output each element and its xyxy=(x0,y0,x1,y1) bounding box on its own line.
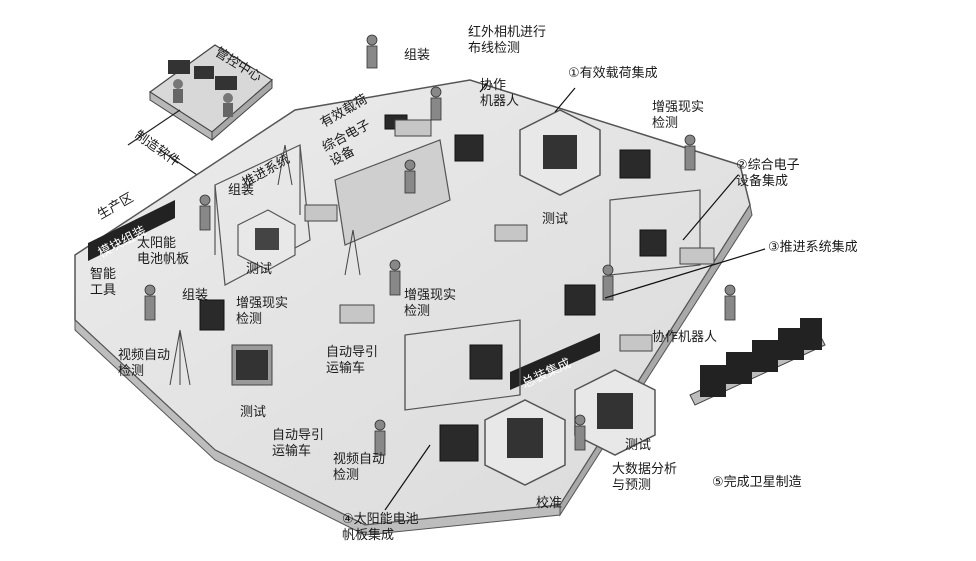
calibration-label: 校准 xyxy=(536,496,563,511)
callout-solar-panel-integration: ④太阳能电池 帆板集成 xyxy=(342,512,419,543)
finished-satellite-shelf xyxy=(689,318,826,406)
video-inspection-bottom-label: 视频自动 检测 xyxy=(333,452,386,483)
assembly-top-label: 组装 xyxy=(404,48,431,63)
callout-propulsion-integration: ③推进系统集成 xyxy=(768,240,858,255)
test-left-label: 测试 xyxy=(246,262,273,277)
big-data-label: 大数据分析 与预测 xyxy=(612,462,678,493)
callout-pointers xyxy=(384,81,766,511)
smart-tools-label: 智能 工具 xyxy=(90,267,117,298)
test-lower-left-label: 测试 xyxy=(240,405,267,420)
test-stations xyxy=(231,109,656,486)
callout-electronics-integration: ②综合电子 设备集成 xyxy=(736,158,800,189)
callout-satellite-complete: ⑤完成卫星制造 xyxy=(712,475,802,490)
agv-carts xyxy=(304,119,715,352)
agv-mid-label: 自动导引 运输车 xyxy=(326,345,379,376)
assembly-left-label: 组装 xyxy=(228,183,255,198)
video-inspection-left-label: 视频自动 检测 xyxy=(118,348,171,379)
cobot-top-label: 协作 机器人 xyxy=(480,78,520,109)
ar-check-mid-label: 增强现实 检测 xyxy=(404,288,457,319)
final-assembly-banner xyxy=(510,333,600,390)
callout-payload-integration: ①有效载荷集成 xyxy=(568,66,658,81)
module-assembly-banner xyxy=(88,200,175,261)
assembly-mid-label: 组装 xyxy=(182,288,209,303)
test-center-label: 测试 xyxy=(542,212,569,227)
software-link-line xyxy=(127,109,181,146)
test-bottom-label: 测试 xyxy=(625,438,652,453)
infrared-camera-label: 红外相机进行 布线检测 xyxy=(468,25,547,56)
agv-bottom-label: 自动导引 运输车 xyxy=(272,428,325,459)
camera-tripods xyxy=(169,144,361,386)
control-center-platform xyxy=(148,44,274,142)
assembly-line-frames xyxy=(214,139,701,411)
solar-panel-label: 太阳能 电池帆板 xyxy=(137,236,190,267)
ar-check-left-label: 增强现实 检测 xyxy=(236,296,289,327)
cobot-right-label: 协作机器人 xyxy=(652,330,718,345)
satellite-modules xyxy=(199,114,667,462)
workers xyxy=(144,34,736,456)
ar-check-right-label: 增强现实 检测 xyxy=(652,100,705,131)
